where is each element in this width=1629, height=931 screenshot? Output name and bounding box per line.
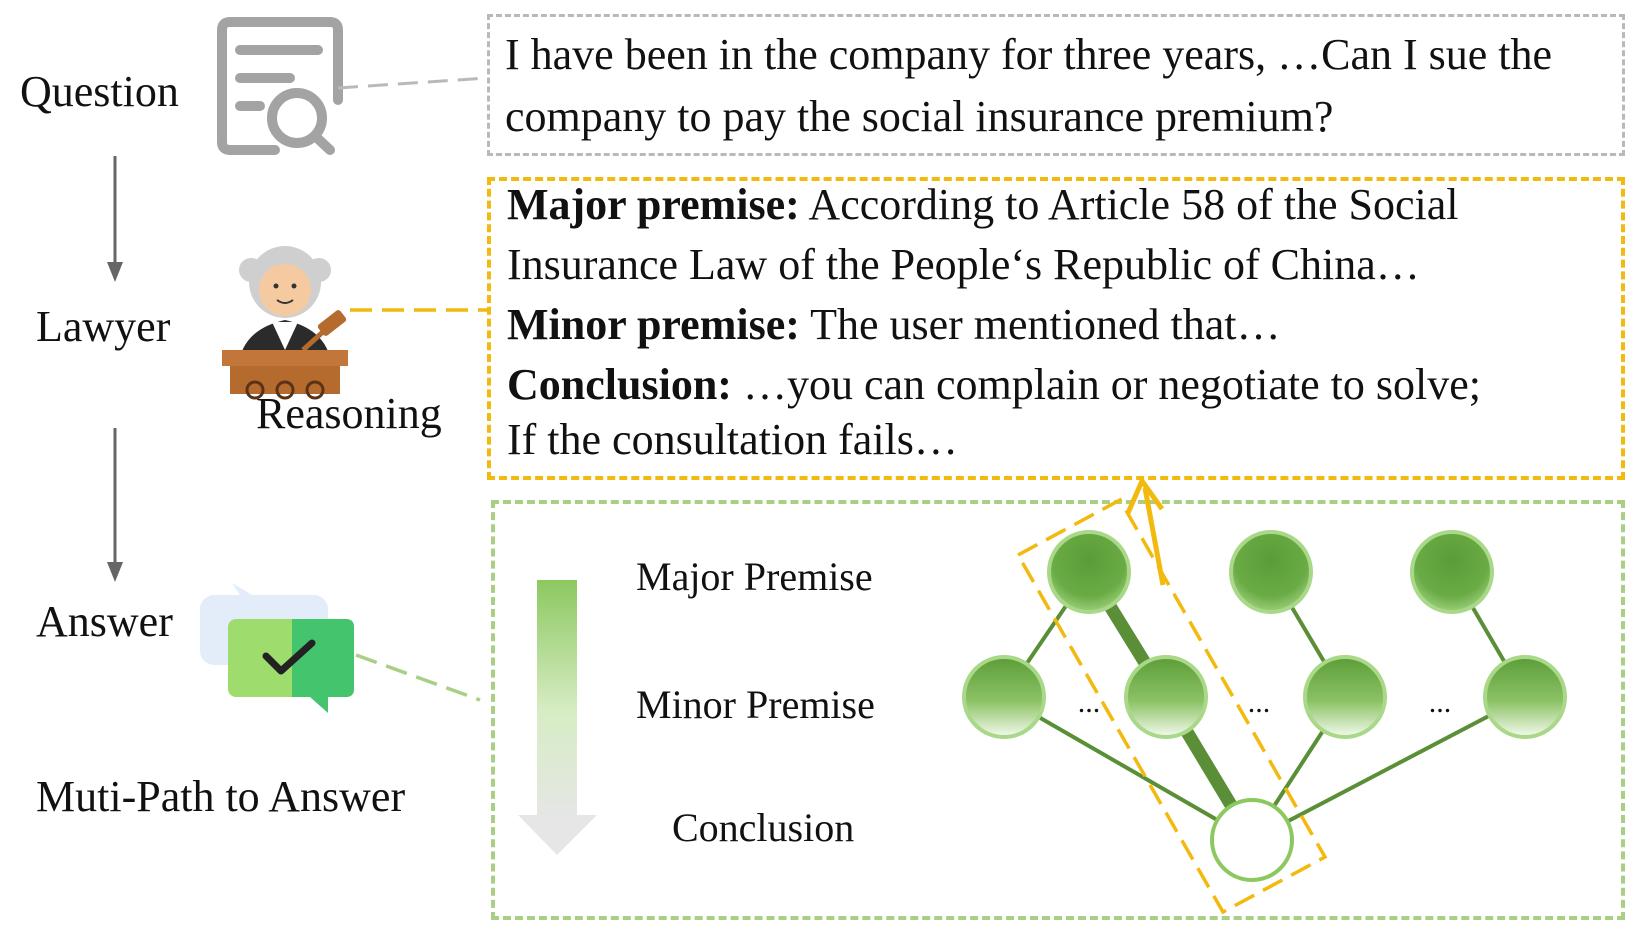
downward-gradient-arrow [518, 580, 597, 855]
tree-nodes [962, 530, 1567, 882]
tree-conclusion-label: Conclusion [672, 805, 855, 850]
question-box [487, 14, 1625, 156]
minor-node-4 [1483, 655, 1567, 739]
reasoning-box [487, 177, 1625, 480]
minor-premise-line: Minor premise: The user mentioned that… [507, 303, 1281, 347]
multi-path-label: Muti-Path to Answer [36, 772, 406, 821]
lawyer-to-answer-arrow [107, 428, 123, 582]
minor-node-3 [1303, 655, 1387, 739]
ellipsis-1: ... [1078, 686, 1101, 719]
ellipsis-2: ... [1248, 686, 1271, 719]
tree-minor-label: Minor Premise [636, 682, 875, 727]
conclusion-line-2: If the consultation fails… [507, 415, 958, 464]
question-to-lawyer-arrow [107, 156, 123, 282]
major-node-2 [1229, 530, 1313, 614]
minor-premise-text: The user mentioned that… [799, 300, 1281, 349]
question-label: Question [20, 67, 179, 116]
conclusion-line: Conclusion: …you can complain or negotia… [507, 363, 1481, 407]
question-text: I have been in the company for three yea… [505, 30, 1553, 141]
selected-path-arrow [1125, 478, 1166, 586]
question-connector [337, 76, 488, 90]
multi-path-box [491, 500, 1625, 920]
answer-connector [355, 653, 481, 702]
lawyer-label: Lawyer [36, 302, 171, 351]
answer-label: Answer [36, 597, 173, 646]
major-node-3 [1410, 530, 1494, 614]
document-search-icon [217, 17, 343, 155]
major-premise-line-2: Insurance Law of the People‘s Republic o… [507, 240, 1420, 289]
conclusion-label: Conclusion: [507, 360, 732, 409]
conclusion-node [1210, 798, 1294, 882]
minor-node-2 [1124, 655, 1208, 739]
major-premise-text: According to Article 58 of the Social [799, 180, 1459, 229]
major-premise-label: Major premise: [507, 180, 800, 229]
ellipsis-3: ... [1429, 686, 1452, 719]
answer-check-chat-icon [200, 583, 354, 713]
conclusion-text: …you can complain or negotiate to solve; [731, 360, 1481, 409]
major-node-1 [1047, 530, 1131, 614]
selected-path-highlight [1015, 497, 1328, 915]
minor-node-1 [962, 655, 1046, 739]
tree-major-label: Major Premise [636, 554, 873, 599]
major-premise-line: Major premise: According to Article 58 o… [507, 183, 1458, 227]
minor-premise-label: Minor premise: [507, 300, 800, 349]
lawyer-judge-icon [222, 246, 348, 400]
